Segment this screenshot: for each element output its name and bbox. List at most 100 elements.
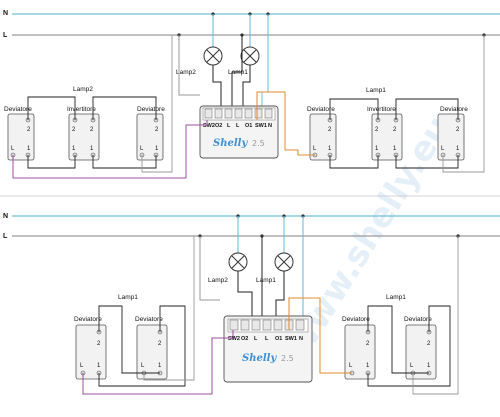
- top-right-traveller: [395, 155, 459, 169]
- bottom-l-label: L: [3, 233, 8, 240]
- bottom-term-l2: L: [265, 336, 269, 342]
- bottom-left-traveller: [98, 305, 186, 387]
- svg-text:1: 1: [72, 146, 76, 152]
- top-term-n: N: [268, 123, 272, 129]
- top-line-to-device: [231, 35, 243, 108]
- svg-text:2: 2: [375, 127, 379, 133]
- bottom-sw1-wire: [288, 297, 352, 374]
- top-left-inverter: 2 2 1 1: [68, 113, 100, 161]
- top-lamp2-icon: [203, 46, 223, 66]
- svg-text:1: 1: [366, 363, 370, 369]
- top-shelly-version: 2.5: [252, 139, 265, 148]
- top-left-dev1-label: Deviatore: [4, 106, 32, 113]
- top-right-traveller: [395, 98, 459, 120]
- top-right-inv-label: Invertitore: [367, 106, 396, 113]
- bottom-right-traveller: [367, 305, 429, 374]
- top-right-dev1-label: Deviatore: [307, 106, 335, 113]
- bottom-left-dev1-switch: 2 L 1: [75, 324, 107, 380]
- top-right-inverter: 2 2 1 1: [371, 113, 403, 161]
- svg-text:1: 1: [328, 146, 332, 152]
- svg-text:1: 1: [427, 363, 431, 369]
- top-term-o2: O2: [215, 123, 222, 129]
- top-diagram: N L Lamp2 Lamp1: [3, 10, 500, 179]
- svg-text:2: 2: [97, 341, 101, 347]
- top-sw1-wire: [256, 91, 315, 156]
- top-right-dev2-label: Deviatore: [440, 106, 468, 113]
- top-right-group-label: Lamp1: [366, 87, 386, 94]
- bottom-left-dev2-switch: 2 L 1: [136, 324, 168, 380]
- bottom-term-sw2: SW2: [228, 336, 240, 342]
- svg-text:1: 1: [90, 146, 94, 152]
- svg-text:2: 2: [427, 341, 431, 347]
- bottom-left-traveller: [98, 305, 160, 374]
- top-right-line-wire: [442, 35, 485, 173]
- top-l-label: L: [3, 32, 8, 39]
- top-left-dev2-label: Deviatore: [137, 106, 165, 113]
- top-lamp2-label: Lamp2: [176, 69, 196, 76]
- top-term-o1: O1: [245, 123, 252, 129]
- bottom-right-dev2-label: Deviatore: [404, 316, 432, 323]
- svg-text:L: L: [140, 146, 144, 152]
- svg-text:1: 1: [158, 363, 162, 369]
- svg-text:1: 1: [456, 146, 460, 152]
- bottom-sw2-wire: [82, 330, 234, 395]
- bottom-right-group-label: Lamp1: [386, 294, 406, 301]
- svg-text:2: 2: [72, 127, 76, 133]
- bottom-term-l: L: [254, 336, 258, 342]
- bottom-shelly-device: SW2 O2 L L O1 SW1 N Shelly 2.5: [223, 315, 313, 383]
- svg-text:L: L: [349, 363, 353, 369]
- svg-text:L: L: [141, 363, 145, 369]
- top-left-inv-label: Invertitore: [67, 106, 96, 113]
- svg-text:1: 1: [393, 146, 397, 152]
- bottom-right-dev1-switch: 2 L 1: [344, 324, 376, 380]
- top-left-traveller: [27, 96, 76, 120]
- top-o1-wire: [242, 65, 251, 108]
- top-left-traveller: [27, 155, 76, 169]
- bottom-lamp1-label: Lamp1: [256, 277, 276, 284]
- top-sw2-wire: [12, 120, 208, 179]
- svg-text:L: L: [313, 146, 317, 152]
- top-shelly-device: SW2 O2 L L O1 SW1 N Shelly 2.5: [199, 105, 279, 159]
- svg-text:L: L: [441, 146, 445, 152]
- top-left-dev1-switch: 2 L 1: [7, 113, 35, 161]
- bottom-diagram: N L Lamp2 Lamp1: [3, 213, 500, 395]
- bottom-o1-wire: [275, 271, 285, 320]
- top-left-traveller: [92, 155, 157, 169]
- svg-text:1: 1: [375, 146, 379, 152]
- svg-text:1: 1: [155, 146, 159, 152]
- top-left-group-label: Lamp2: [73, 86, 93, 93]
- top-right-traveller: [329, 155, 379, 169]
- bottom-right-line-wire: [412, 236, 459, 395]
- bottom-lamp2-icon: [228, 252, 248, 272]
- bottom-term-o2: O2: [241, 336, 248, 342]
- svg-text:L: L: [80, 363, 84, 369]
- svg-text:1: 1: [97, 363, 101, 369]
- top-term-sw1: SW1: [255, 123, 267, 129]
- svg-text:2: 2: [155, 127, 159, 133]
- bottom-term-o1: O1: [275, 336, 282, 342]
- bottom-line-feed: [199, 236, 220, 301]
- top-shelly-logo: Shelly: [213, 138, 248, 149]
- top-right-dev2-switch: 2 L 1: [437, 113, 465, 161]
- top-right-dev1-switch: 2 L 1: [309, 113, 337, 161]
- top-term-l: L: [227, 123, 231, 129]
- top-term-sw2: SW2: [203, 123, 215, 129]
- bottom-lamp2-label: Lamp2: [208, 277, 228, 284]
- top-n-label: N: [3, 10, 8, 17]
- bottom-term-sw1: SW1: [285, 336, 297, 342]
- svg-text:2: 2: [456, 127, 460, 133]
- bottom-lamp1-icon: [274, 252, 294, 272]
- svg-text:1: 1: [27, 146, 31, 152]
- bottom-shelly-logo: Shelly: [242, 353, 277, 364]
- svg-text:L: L: [410, 363, 414, 369]
- svg-text:2: 2: [158, 341, 162, 347]
- top-o2-wire: [212, 65, 222, 108]
- bottom-left-dev1-label: Deviatore: [74, 316, 102, 323]
- bottom-term-n: N: [299, 336, 303, 342]
- bottom-n-label: N: [3, 213, 8, 220]
- svg-text:2: 2: [366, 341, 370, 347]
- top-term-l2: L: [236, 123, 240, 129]
- bottom-o2-wire: [237, 271, 253, 320]
- bottom-left-dev2-label: Deviatore: [135, 316, 163, 323]
- top-lamp1-icon: [240, 46, 260, 66]
